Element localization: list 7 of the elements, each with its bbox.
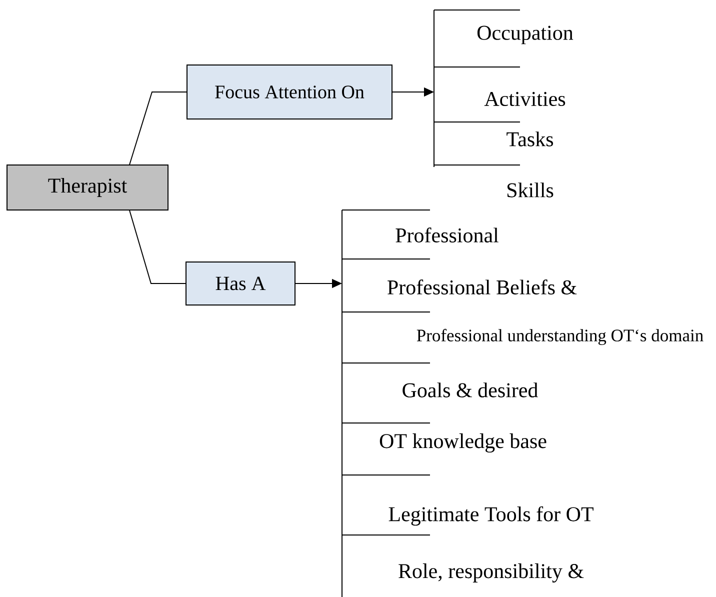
connector-line <box>128 210 186 284</box>
bracket-list: Occupation Activities Tasks Skills <box>434 10 574 198</box>
bracket-list: Professional Professional Beliefs & Professional understanding OT‘s domain Goals & desired OT knowledge base Legitimate Tools for OT Role, responsibility & <box>342 210 704 597</box>
process-box: Focus Attention On <box>186 64 392 120</box>
connector-line <box>128 92 187 166</box>
process-box: Has A <box>186 261 296 306</box>
process-box: Therapist <box>6 164 168 210</box>
